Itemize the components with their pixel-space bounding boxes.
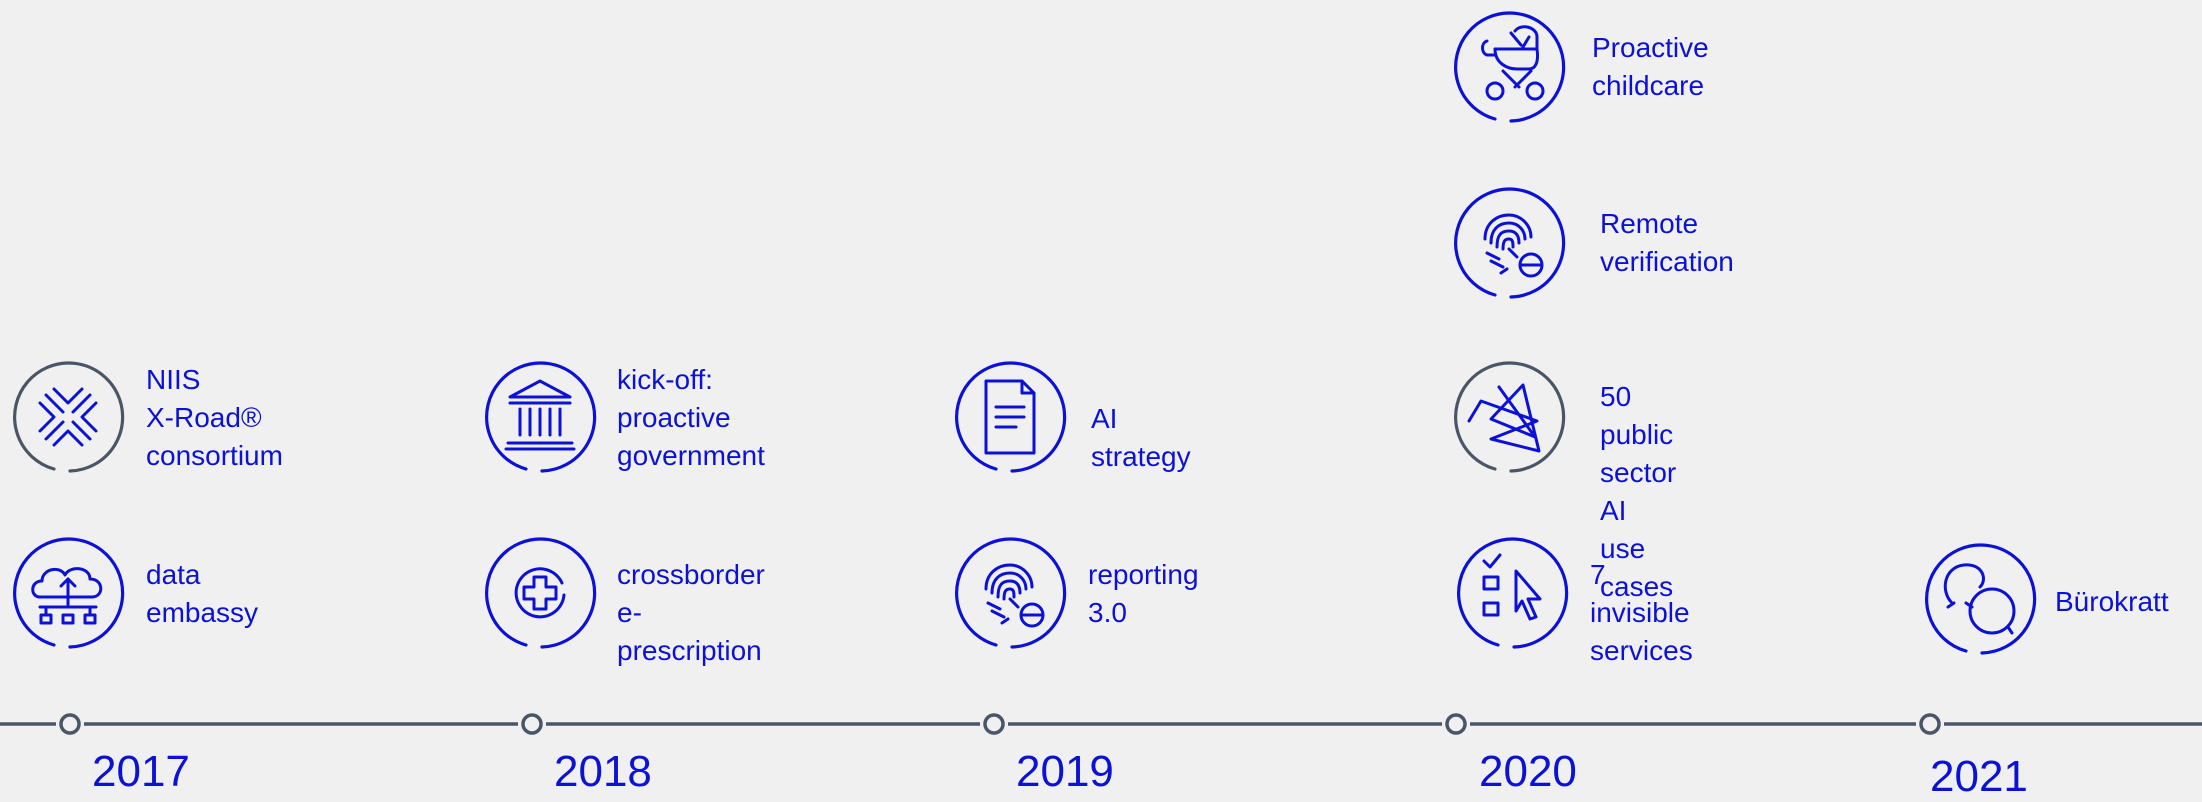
medical-cross-icon <box>482 535 598 651</box>
year-label-2021: 2021 <box>1930 752 2028 801</box>
fingerprint-e-icon <box>952 535 1068 651</box>
year-marker-2017 <box>59 713 81 735</box>
baby-stroller-icon <box>1451 9 1567 125</box>
year-marker-2018 <box>521 713 543 735</box>
year-marker-2020 <box>1445 713 1467 735</box>
item-label-ai-strategy: AI strategy <box>1091 403 1191 472</box>
item-label-reporting: reporting 3.0 <box>1088 559 1199 628</box>
item-label-invisible-services: 7 invisible services <box>1590 559 1693 666</box>
year-label-2020: 2020 <box>1479 747 1577 796</box>
document-icon <box>952 359 1068 475</box>
year-marker-2019 <box>983 713 1005 735</box>
item-label-ai-use-cases: 50 public sector AI use cases <box>1600 381 1677 602</box>
government-building-icon <box>482 359 598 475</box>
chat-bubbles-icon <box>1922 541 2038 657</box>
item-label-proactive-gov: kick-off: proactive government <box>617 364 765 471</box>
fingerprint-e-icon <box>1451 185 1567 301</box>
item-label-remote-verification: Remote verification <box>1600 208 1734 277</box>
year-label-2019: 2019 <box>1016 747 1114 796</box>
item-label-niis: NIIS X-Road® consortium <box>146 364 283 471</box>
cross-arrows-icon <box>10 359 126 475</box>
year-marker-2021 <box>1919 713 1941 735</box>
year-label-2017: 2017 <box>92 747 190 796</box>
item-label-childcare: Proactive childcare <box>1592 32 1709 101</box>
star-network-icon <box>1451 359 1567 475</box>
checklist-cursor-icon <box>1454 535 1570 651</box>
year-label-2018: 2018 <box>554 747 652 796</box>
item-label-data-embassy: data embassy <box>146 559 259 628</box>
item-label-crossborder: crossborder e-prescription <box>617 559 765 666</box>
cloud-network-icon <box>10 535 126 651</box>
item-label-burokratt: Bürokratt <box>2055 586 2169 617</box>
